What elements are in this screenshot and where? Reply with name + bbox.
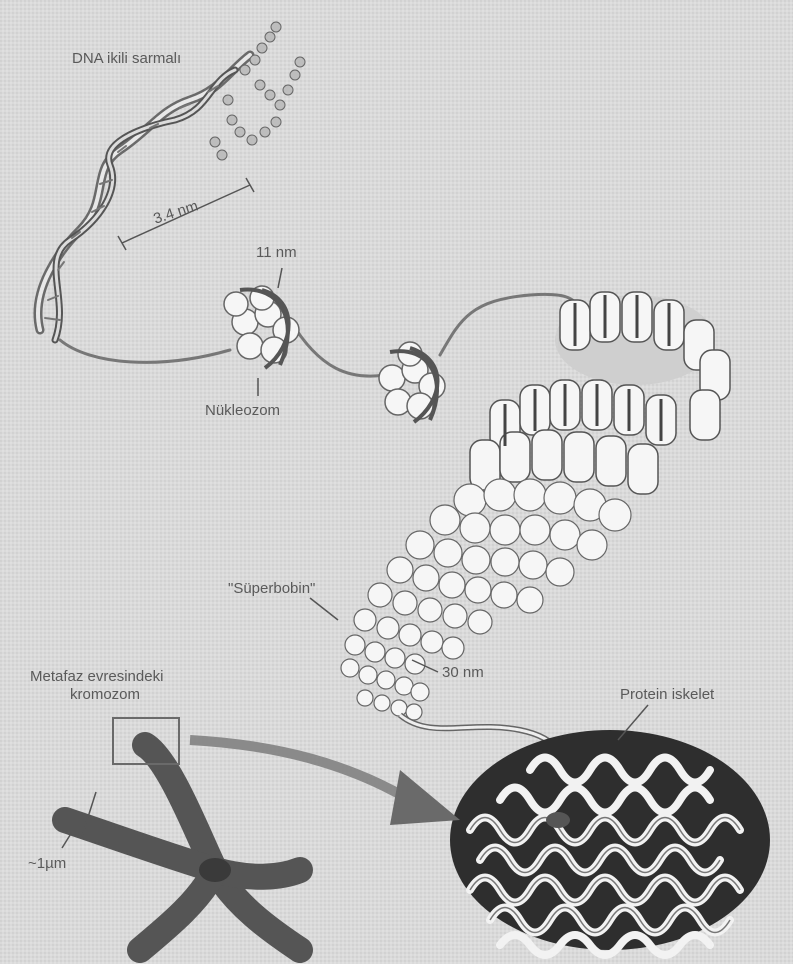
label-metaphase-line1: Metafaz evresindeki	[30, 668, 163, 686]
label-fiber-width: 30 nm	[442, 664, 484, 682]
label-metaphase-line2: kromozom	[70, 686, 140, 704]
label-protein-scaffold: Protein iskelet	[620, 686, 714, 704]
label-dna-double-helix: DNA ikili sarmalı	[72, 50, 181, 68]
label-supercoil: "Süperbobin"	[228, 580, 315, 598]
label-nucleosome: Nükleozom	[205, 402, 280, 420]
label-nucleosome-width: 11 nm	[256, 244, 297, 262]
label-chromosome-width: ~1µm	[28, 855, 66, 873]
